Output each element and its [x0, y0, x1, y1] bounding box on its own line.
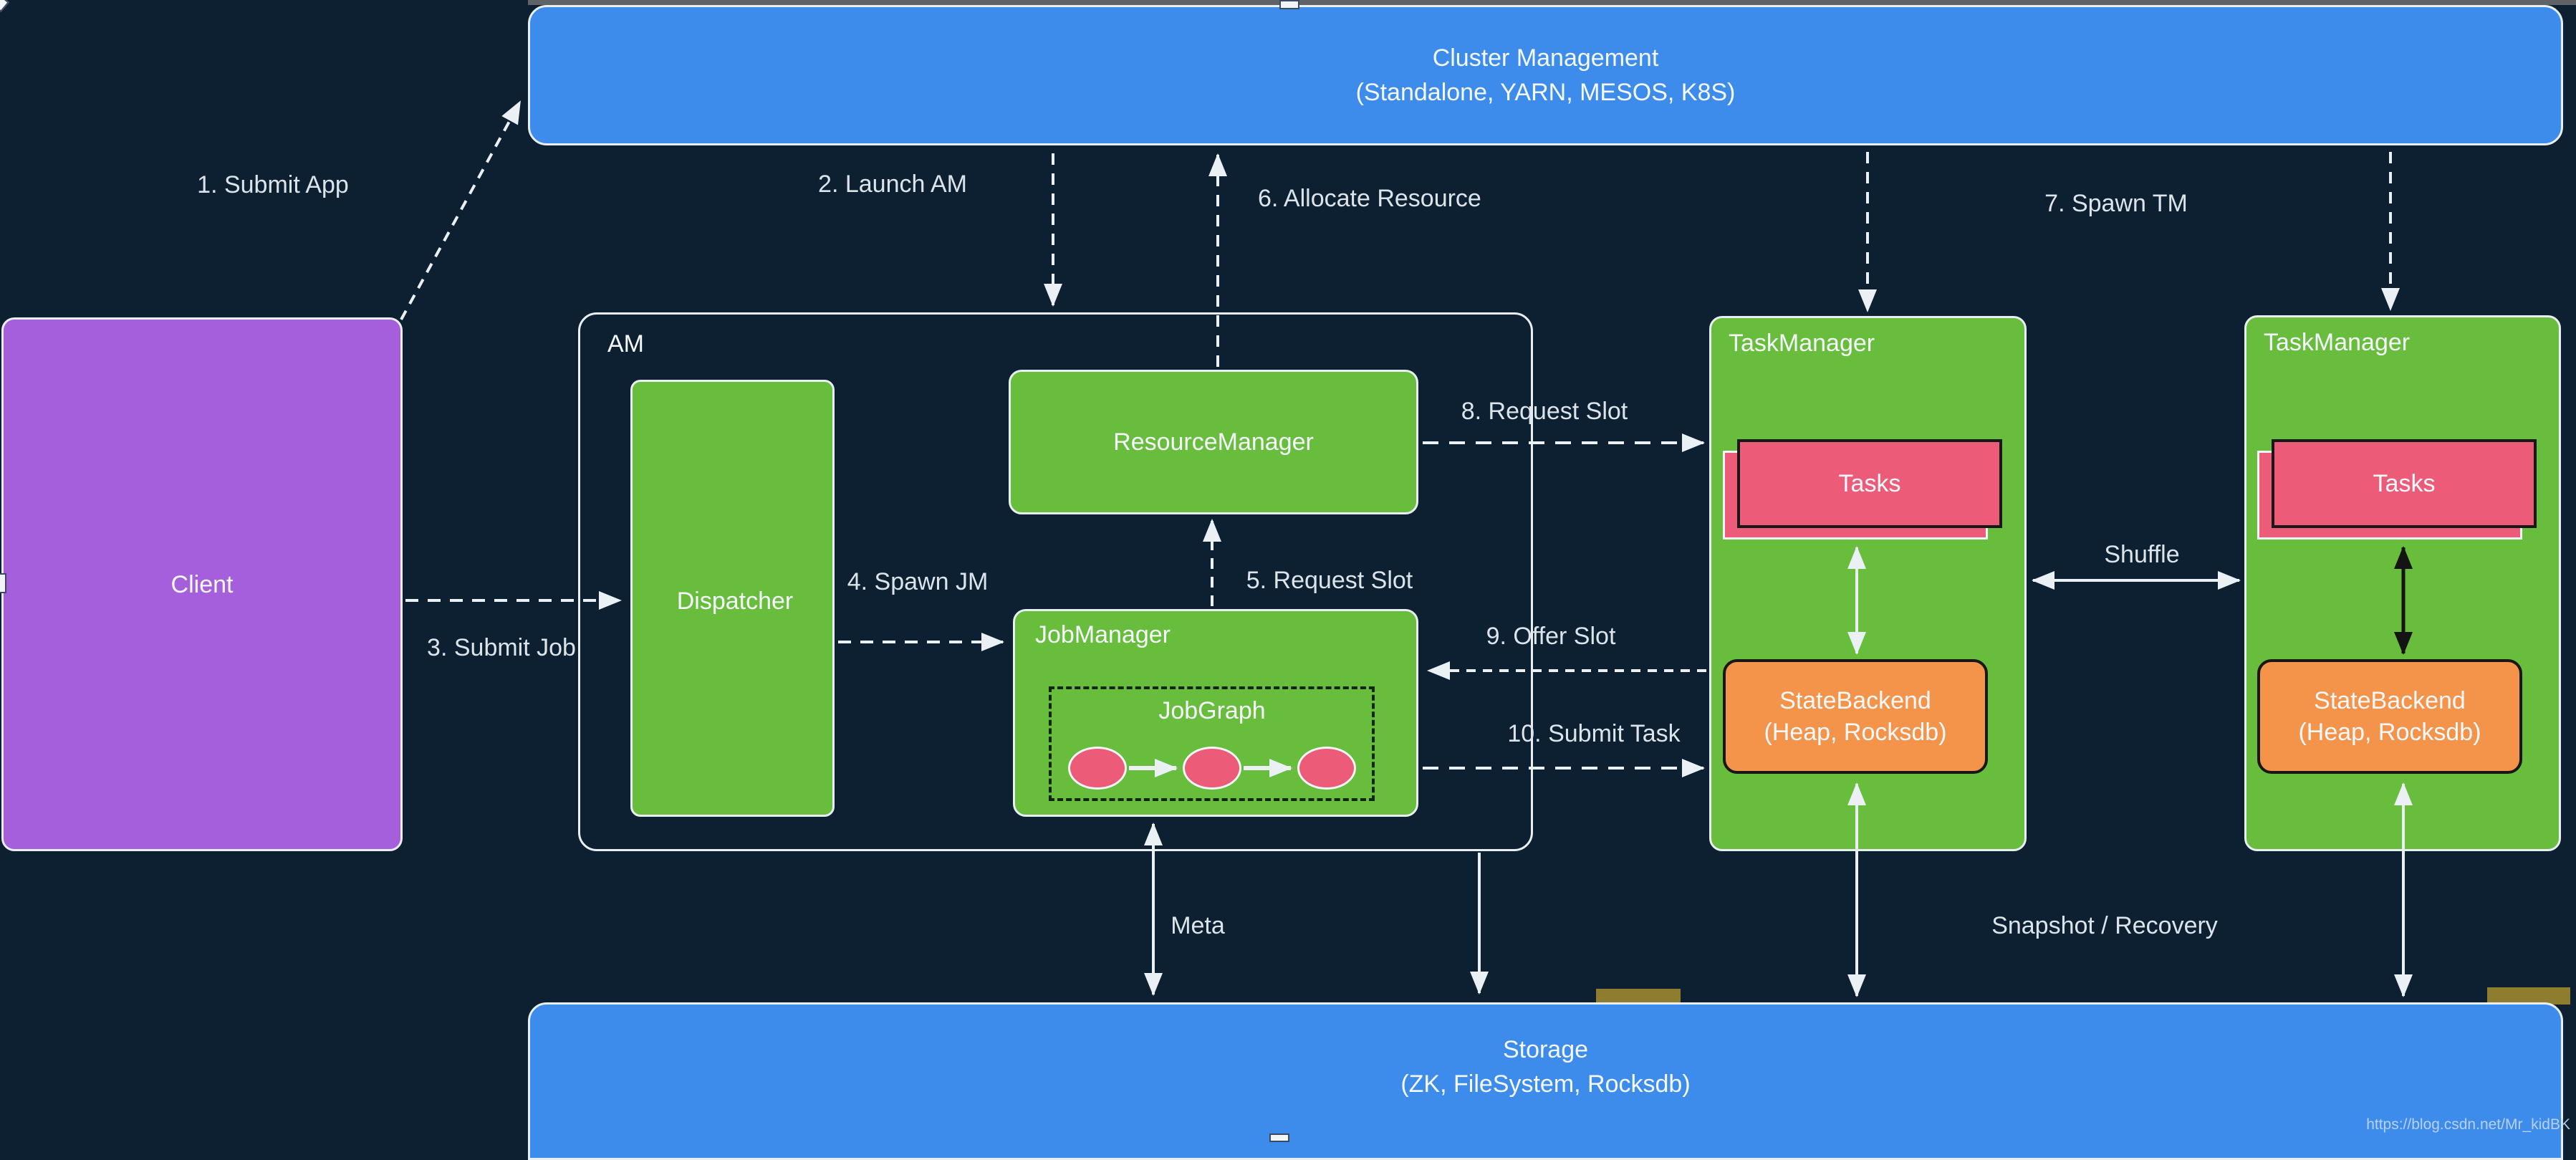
- task-manager-2-tasks[interactable]: Tasks: [2272, 439, 2537, 528]
- task-manager-1-state-backend[interactable]: StateBackend (Heap, Rocksdb): [1723, 659, 1988, 774]
- task-manager-2-label: TaskManager: [2264, 329, 2411, 356]
- task-manager-1-label: TaskManager: [1729, 330, 1875, 357]
- storage-subtitle: (ZK, FileSystem, Rocksdb): [1400, 1070, 1691, 1098]
- selection-handle-corner[interactable]: [0, 0, 9, 13]
- selection-handle-top[interactable]: [1279, 0, 1299, 9]
- edge-label-submit-job: 3. Submit Job: [427, 634, 576, 661]
- job-graph-vertex: [1297, 747, 1356, 790]
- edge-label-submit-task: 10. Submit Task: [1507, 720, 1681, 747]
- selection-handle-left[interactable]: [0, 573, 6, 593]
- job-graph-label: JobGraph: [1158, 697, 1266, 724]
- dispatcher-node[interactable]: Dispatcher: [630, 380, 835, 817]
- canvas-edge-strip: [528, 0, 2576, 5]
- cluster-management-node[interactable]: Cluster Management (Standalone, YARN, ME…: [528, 5, 2563, 145]
- edge-label-request-slot-5: 5. Request Slot: [1246, 567, 1413, 594]
- job-manager-label: JobManager: [1035, 621, 1171, 648]
- edge-label-meta: Meta: [1171, 912, 1225, 939]
- storage-title: Storage: [1502, 1036, 1589, 1063]
- edge-label-submit-app: 1. Submit App: [197, 171, 349, 198]
- edge-label-spawn-jm: 4. Spawn JM: [847, 568, 989, 595]
- selection-handle-bottom[interactable]: [1269, 1133, 1289, 1142]
- am-label: AM: [607, 330, 644, 358]
- task-manager-2-state-backend[interactable]: StateBackend (Heap, Rocksdb): [2257, 659, 2522, 774]
- edge-label-request-slot-8: 8. Request Slot: [1461, 398, 1628, 425]
- resource-manager-node[interactable]: ResourceManager: [1009, 370, 1418, 514]
- am-container[interactable]: AM: [578, 312, 1533, 851]
- cluster-management-title: Cluster Management: [1432, 44, 1659, 72]
- job-graph-vertex: [1068, 747, 1127, 790]
- edge-label-launch-am: 2. Launch AM: [818, 171, 967, 198]
- state-backend-sublabel: (Heap, Rocksdb): [1764, 719, 1947, 746]
- background-window-fragment: [2487, 987, 2570, 1005]
- watermark-url: https://blog.csdn.net/Mr_kidBK: [2366, 1116, 2570, 1133]
- job-graph-vertex: [1183, 747, 1241, 790]
- background-window-fragment: [1596, 989, 1681, 1005]
- edge-label-spawn-tm: 7. Spawn TM: [2044, 190, 2188, 217]
- job-graph-group[interactable]: [1049, 686, 1375, 801]
- client-node[interactable]: Client: [1, 317, 403, 851]
- edge-submit-app: [400, 100, 522, 320]
- edge-label-snapshot-recovery: Snapshot / Recovery: [1991, 912, 2218, 939]
- storage-node[interactable]: Storage (ZK, FileSystem, Rocksdb): [528, 1002, 2563, 1160]
- edge-label-offer-slot: 9. Offer Slot: [1486, 623, 1616, 650]
- task-manager-1-tasks-label: Tasks: [1838, 470, 1901, 497]
- state-backend-label: StateBackend: [1779, 687, 1931, 714]
- edge-label-shuffle: Shuffle: [2104, 541, 2180, 568]
- dispatcher-label: Dispatcher: [676, 588, 794, 615]
- resource-manager-label: ResourceManager: [1113, 428, 1314, 456]
- task-manager-1-tasks[interactable]: Tasks: [1737, 439, 2002, 528]
- task-manager-2-tasks-label: Tasks: [2373, 470, 2436, 497]
- cluster-management-subtitle: (Standalone, YARN, MESOS, K8S): [1355, 79, 1736, 106]
- state-backend-sublabel: (Heap, Rocksdb): [2298, 719, 2481, 746]
- edge-label-allocate-resource: 6. Allocate Resource: [1258, 185, 1481, 212]
- client-label: Client: [170, 570, 234, 598]
- state-backend-label: StateBackend: [2314, 687, 2466, 714]
